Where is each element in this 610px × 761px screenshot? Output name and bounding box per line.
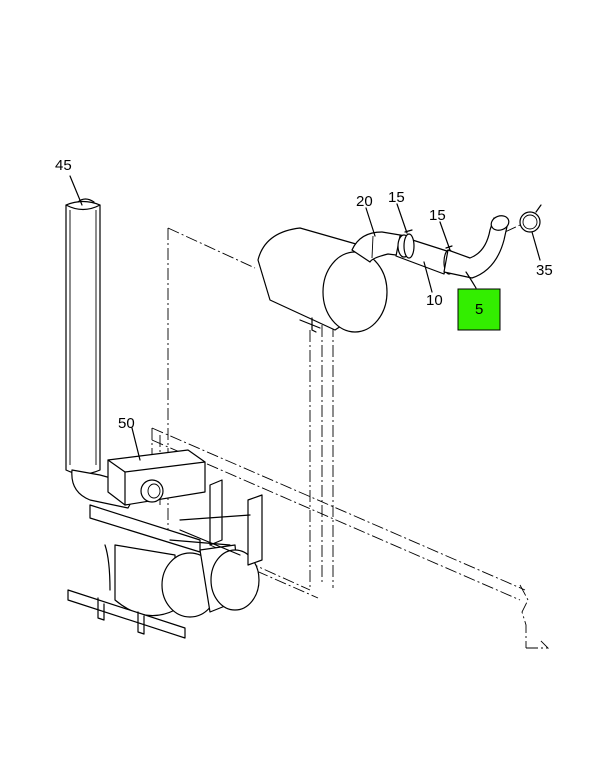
- callout-15-left[interactable]: 15: [388, 189, 405, 206]
- mounting-brackets: [67, 479, 263, 639]
- callout-20[interactable]: 20: [356, 193, 373, 210]
- phantom-frame-lines: [151, 224, 550, 649]
- muffler-canisters: [104, 544, 260, 618]
- callout-15-right[interactable]: 15: [429, 207, 446, 224]
- muffler-inlet-pipe: [71, 449, 206, 509]
- callout-50[interactable]: 50: [118, 415, 135, 432]
- ring-clamp-35: [519, 204, 542, 233]
- callout-35[interactable]: 35: [536, 262, 553, 279]
- callout-10[interactable]: 10: [426, 292, 443, 309]
- callout-5-highlight[interactable]: [457, 288, 501, 331]
- callout-labels: 45 20 15 15 10 5 35 50: [55, 157, 553, 432]
- callout-45[interactable]: 45: [55, 157, 72, 174]
- exhaust-stack: [65, 198, 101, 475]
- upper-muffler: [257, 227, 388, 333]
- callout-5[interactable]: 5: [475, 301, 483, 318]
- pipe-5-elbow: [443, 215, 510, 279]
- leader-lines: [69, 175, 541, 461]
